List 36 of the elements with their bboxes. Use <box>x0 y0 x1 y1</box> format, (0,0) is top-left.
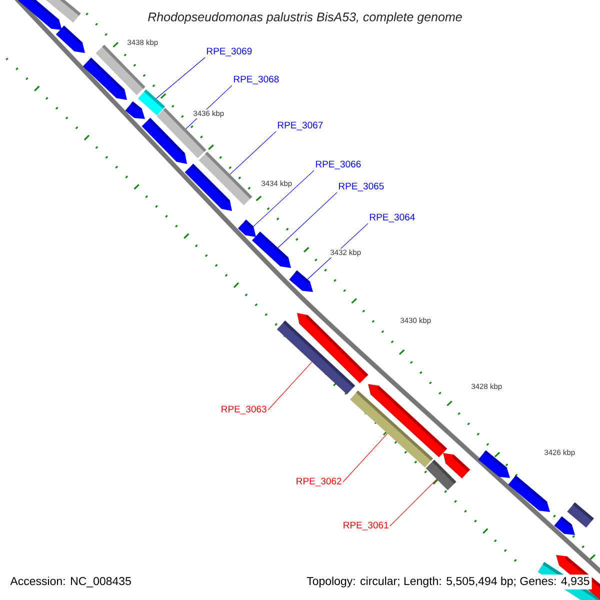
gene-segment <box>125 101 145 119</box>
gene-bar <box>567 502 594 528</box>
gene-label: RPE_3063 <box>222 406 266 414</box>
gene-segment <box>82 58 127 100</box>
leader-line <box>156 57 206 99</box>
gene-segment <box>18 0 62 30</box>
leader-line <box>342 433 388 482</box>
gene-bar <box>44 0 81 23</box>
gene-label: RPE_3066 <box>316 160 361 170</box>
gene-bar <box>138 90 165 116</box>
gene-segment <box>443 453 470 478</box>
gene-segment <box>297 313 368 384</box>
gene-segment <box>508 475 550 512</box>
leader-line <box>253 170 314 227</box>
gene-label: RPE_3061 <box>344 522 388 530</box>
leader-line <box>268 362 312 410</box>
gene-label: RPE_3068 <box>234 76 279 84</box>
gene-label: RPE_3065 <box>339 182 384 192</box>
gene-segment <box>238 220 256 237</box>
gene-label: RPE_3067 <box>278 122 323 130</box>
gene-segment <box>56 26 85 53</box>
gene-segment <box>368 384 448 458</box>
gene-label: RPE_3062 <box>296 478 342 486</box>
leader-line <box>230 131 276 175</box>
footer-text: Accession: NC_008435 <box>8 574 134 590</box>
leader-line <box>390 478 438 526</box>
gene-label: RPE_3064 <box>370 214 415 222</box>
title: Rhodopseudomonas palustris BisA53, complete genome <box>148 12 462 24</box>
gene-label: RPE_3069 <box>206 48 252 56</box>
gene-bar <box>198 152 252 206</box>
gene-segment <box>289 270 313 292</box>
gene-segment <box>478 450 510 478</box>
leader-line <box>278 192 338 248</box>
footer-text: Topology: circular; Length: 5,505,494 bp; Genes: 4,935 <box>304 574 592 590</box>
gene-segment <box>252 232 291 268</box>
gene-segment <box>554 516 575 535</box>
